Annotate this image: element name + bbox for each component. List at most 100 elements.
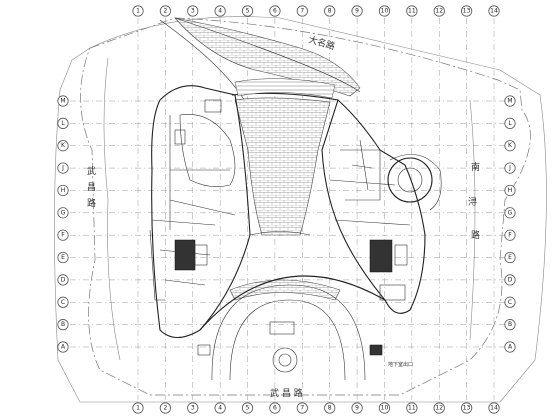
grid-bubble-row-J-left: J xyxy=(57,162,69,174)
grid-bubble-row-H-left: H xyxy=(57,184,69,197)
svg-text:13: 13 xyxy=(463,405,471,412)
svg-text:J: J xyxy=(508,165,511,172)
grid-bubble-row-G-left: G xyxy=(57,207,69,219)
svg-text:3: 3 xyxy=(191,8,195,15)
svg-text:11: 11 xyxy=(408,405,416,412)
grid-bubble-row-C-right: C xyxy=(504,296,516,308)
svg-text:C: C xyxy=(508,299,512,306)
grid-bubble-col-8-bottom: 8 xyxy=(324,402,336,414)
svg-text:10: 10 xyxy=(381,405,389,412)
svg-text:2: 2 xyxy=(163,405,167,412)
grid-bubble-row-H-right: H xyxy=(504,184,516,197)
svg-text:8: 8 xyxy=(328,8,332,15)
grid-bubble-col-5-bottom: 5 xyxy=(241,402,254,414)
grid-bubble-row-K-right: K xyxy=(504,140,516,152)
svg-text:11: 11 xyxy=(408,8,416,15)
grid-bubble-row-G-right: G xyxy=(504,207,516,219)
grid-bubble-row-A-left: A xyxy=(57,341,69,353)
road-label-west-1: 武 xyxy=(87,165,96,177)
grid-bubble-row-L-right: L xyxy=(504,117,516,129)
svg-text:J: J xyxy=(61,165,64,172)
svg-text:A: A xyxy=(508,344,513,351)
grid-bubble-row-F-right: F xyxy=(504,229,516,241)
svg-text:E: E xyxy=(508,254,512,261)
svg-text:12: 12 xyxy=(435,405,443,412)
road-label-east-2: 浔 xyxy=(468,197,477,208)
svg-text:4: 4 xyxy=(218,405,222,412)
road-label-east-1: 南 xyxy=(471,161,480,173)
svg-text:5: 5 xyxy=(246,8,250,15)
svg-text:K: K xyxy=(508,142,513,149)
road-label-east-3: 路 xyxy=(471,229,480,241)
svg-text:M: M xyxy=(60,98,65,105)
grid-bubble-col-7-top: 7 xyxy=(296,5,308,17)
grid-bubble-col-9-bottom: 9 xyxy=(351,402,363,414)
grid-bubble-col-13-top: 13 xyxy=(461,5,473,17)
east-rotunda xyxy=(387,154,442,211)
svg-text:H: H xyxy=(61,187,66,194)
road-label-west-2: 昌 xyxy=(87,182,96,193)
svg-text:K: K xyxy=(61,142,66,149)
grid-bubble-col-12-top: 12 xyxy=(433,5,445,17)
svg-text:D: D xyxy=(508,276,513,283)
grid-bubble-col-3-bottom: 3 xyxy=(187,402,199,414)
site-boundary xyxy=(54,16,547,403)
grid-bubble-col-13-bottom: 13 xyxy=(461,402,473,414)
svg-text:10: 10 xyxy=(381,8,389,15)
grid-bubble-col-14-bottom: 14 xyxy=(488,402,500,414)
svg-text:B: B xyxy=(508,321,512,328)
svg-text:13: 13 xyxy=(463,8,471,15)
grid-bubble-col-2-top: 2 xyxy=(159,5,171,17)
svg-text:F: F xyxy=(508,232,512,239)
grid-bubble-col-1-bottom: 1 xyxy=(132,402,144,414)
svg-text:B: B xyxy=(61,321,65,328)
svg-text:9: 9 xyxy=(355,405,359,412)
grid-bubble-col-1-top: 1 xyxy=(132,5,144,17)
svg-text:7: 7 xyxy=(300,8,304,15)
grid-bubble-row-J-right: J xyxy=(504,162,516,174)
svg-text:D: D xyxy=(61,276,66,283)
svg-text:14: 14 xyxy=(490,405,498,412)
grid-bubble-col-11-top: 11 xyxy=(406,5,418,17)
svg-text:8: 8 xyxy=(328,405,332,412)
grid-bubble-col-5-top: 5 xyxy=(241,5,254,17)
grid-bubble-col-8-top: 8 xyxy=(324,5,336,17)
grid-bubble-col-4-top: 4 xyxy=(214,5,226,17)
svg-text:H: H xyxy=(508,187,513,194)
grid-bubble-col-6-bottom: 6 xyxy=(269,402,281,414)
grid-bubble-row-B-right: B xyxy=(504,319,516,331)
svg-text:2: 2 xyxy=(163,8,167,15)
grid-bubble-row-D-right: D xyxy=(504,274,516,286)
grid-bubble-row-A-right: A xyxy=(504,341,516,353)
svg-text:6: 6 xyxy=(273,8,277,15)
grid-bubble-col-10-top: 10 xyxy=(378,5,391,17)
grid-bubble-row-E-right: E xyxy=(504,251,516,264)
grid-bubble-col-3-top: 3 xyxy=(187,5,199,17)
svg-text:4: 4 xyxy=(218,8,222,15)
grid-bubble-col-14-top: 14 xyxy=(488,5,500,17)
svg-text:6: 6 xyxy=(273,405,277,412)
south-plaza xyxy=(197,275,386,381)
grid-bubble-col-11-bottom: 11 xyxy=(406,402,418,414)
grid-bubble-row-M-right: M xyxy=(504,95,516,107)
svg-text:L: L xyxy=(508,120,512,127)
svg-text:F: F xyxy=(61,232,65,239)
grid-bubble-col-4-bottom: 4 xyxy=(214,402,226,414)
grid-bubble-col-9-top: 9 xyxy=(351,5,363,17)
svg-text:A: A xyxy=(61,344,66,351)
svg-text:E: E xyxy=(61,254,65,261)
underground-entry-label: 地下室出口 xyxy=(388,361,413,368)
central-atrium xyxy=(231,78,339,236)
grid-bubble-row-F-left: F xyxy=(57,229,69,241)
grid-bubble-col-12-bottom: 12 xyxy=(433,402,445,414)
grid-bubble-row-M-left: M xyxy=(57,95,69,107)
svg-text:7: 7 xyxy=(300,405,304,412)
grid-bubble-row-K-left: K xyxy=(57,140,69,152)
svg-text:1: 1 xyxy=(136,8,140,15)
road-label-south: 武 昌 路 xyxy=(270,387,303,399)
grid-bubble-row-B-left: B xyxy=(57,319,69,331)
grid-bubble-row-D-left: D xyxy=(57,274,69,286)
grid-bubble-row-C-left: C xyxy=(57,296,69,308)
road-label-west-3: 路 xyxy=(87,197,96,209)
